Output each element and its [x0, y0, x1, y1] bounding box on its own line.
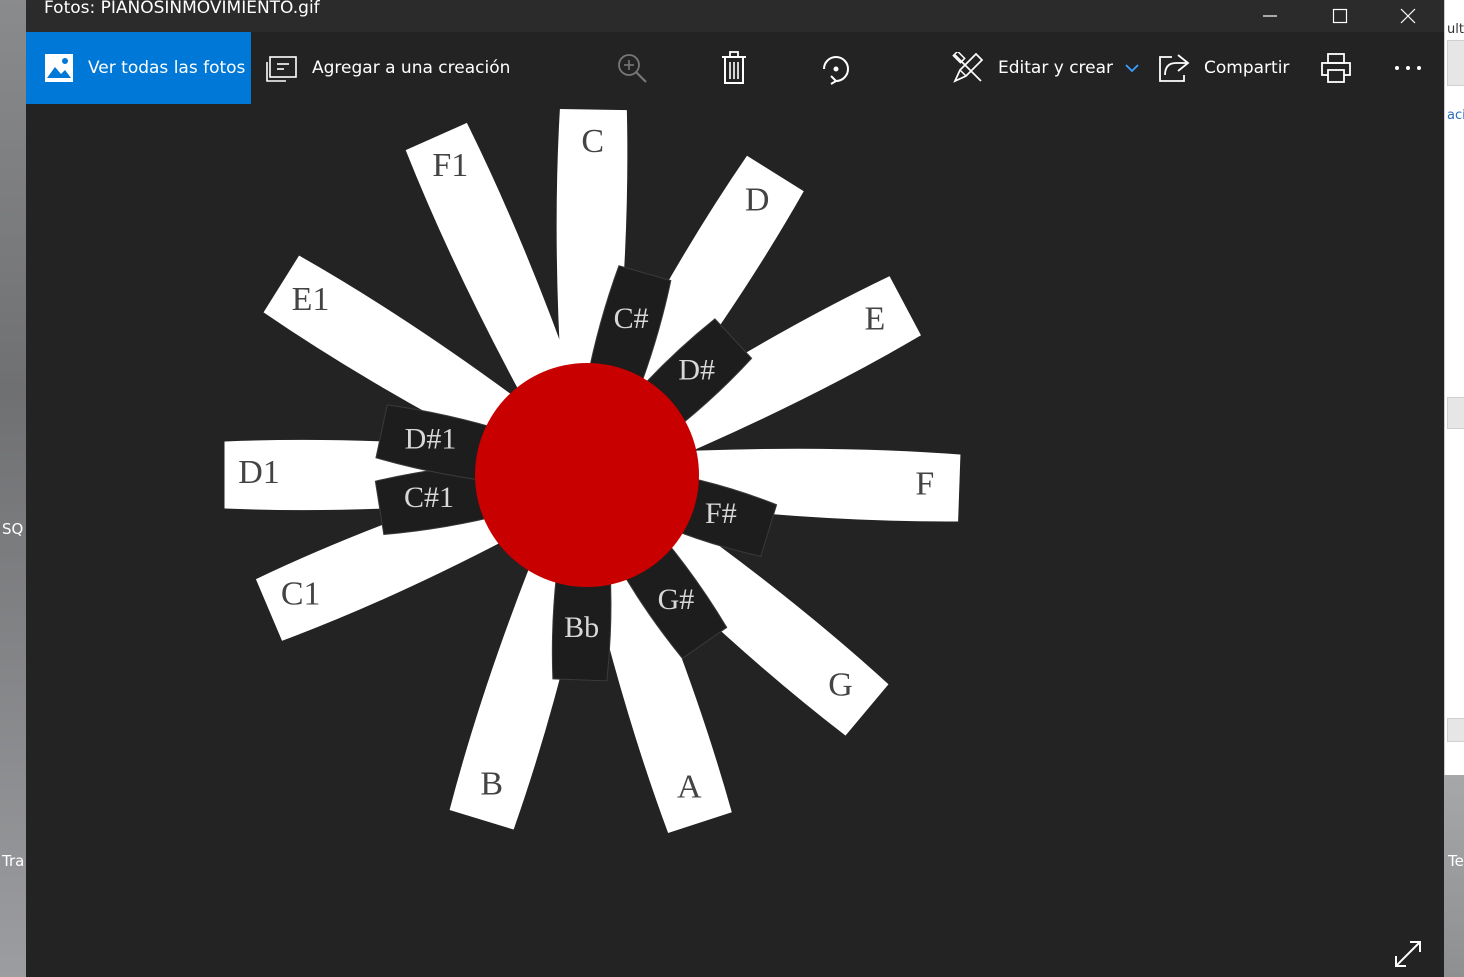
zoom-in-icon: [618, 54, 647, 83]
edit-create-icon: [952, 52, 984, 83]
chevron-down-icon: [1125, 64, 1139, 73]
more-dots-icon: [1395, 66, 1421, 70]
fullscreen-button[interactable]: [1390, 936, 1426, 972]
minimize-button[interactable]: [1240, 0, 1300, 32]
share-icon: [1159, 54, 1190, 82]
edit-and-create-label: Editar y crear: [998, 58, 1114, 78]
white-key-label-f1: F1: [432, 147, 468, 184]
photos-app-window: Fotos: PIANOSINMOVIMIENTO.gif Ver todas …: [26, 0, 1444, 977]
piano-flower-image: C D E F G A B C1 D1 E1 F1C# D# F# G# Bb C#1 D#1: [224, 108, 961, 833]
black-key-label-gsharp: G#: [658, 583, 695, 616]
minimize-icon: [1263, 15, 1277, 17]
maximize-icon: [1332, 8, 1348, 24]
white-key-label-c1: C1: [281, 575, 321, 612]
white-key-label-b: B: [480, 766, 503, 803]
black-key-label-csharp1: C#1: [404, 481, 454, 514]
desktop-fragment-text: SQ: [2, 520, 24, 538]
toolbar: Ver todas las fotos Agregar a una creaci…: [26, 32, 1444, 104]
white-key-label-c: C: [581, 123, 604, 160]
white-key-label-a: A: [677, 769, 702, 806]
add-to-creation-label: Agregar a una creación: [312, 58, 511, 78]
window-title: Fotos: PIANOSINMOVIMIENTO.gif: [44, 0, 320, 18]
edit-and-create-button[interactable]: Editar y crear: [952, 32, 1139, 104]
white-key-label-f: F: [915, 466, 934, 503]
black-key-label-bb: Bb: [564, 611, 599, 644]
see-all-photos-label: Ver todas las fotos: [88, 58, 246, 78]
black-key-label-csharp: C#: [614, 302, 649, 335]
delete-button[interactable]: [706, 32, 762, 104]
close-icon: [1400, 8, 1416, 24]
background-window-field: [1447, 397, 1464, 429]
white-key-label-e: E: [864, 301, 885, 338]
add-to-creation-button[interactable]: Agregar a una creación: [266, 32, 510, 104]
print-button[interactable]: [1308, 32, 1364, 104]
expand-arrows-icon: [1395, 941, 1421, 967]
background-window-field: [1447, 40, 1464, 86]
more-options-button[interactable]: [1380, 32, 1436, 104]
maximize-button[interactable]: [1310, 0, 1370, 32]
close-button[interactable]: [1378, 0, 1438, 32]
trash-icon: [722, 51, 746, 84]
zoom-in-button[interactable]: [604, 32, 660, 104]
white-key-f1: [405, 122, 592, 449]
black-key-label-fsharp: F#: [705, 497, 737, 530]
rotate-button[interactable]: [808, 32, 864, 104]
flower-center: [475, 363, 699, 587]
desktop-fragment-text: Te: [1448, 852, 1464, 870]
printer-icon: [1321, 53, 1351, 83]
white-key-label-d1: D1: [238, 454, 280, 491]
white-key-label-g: G: [828, 667, 853, 704]
title-bar: Fotos: PIANOSINMOVIMIENTO.gif: [26, 0, 1444, 32]
white-key-label-d: D: [745, 182, 770, 219]
background-window-field: [1447, 718, 1464, 742]
share-button[interactable]: Compartir: [1158, 32, 1289, 104]
share-label: Compartir: [1204, 58, 1290, 78]
desktop-left-edge: SQ Tra: [0, 0, 26, 977]
see-all-photos-button[interactable]: Ver todas las fotos: [26, 32, 251, 104]
photo-gallery-icon: [45, 54, 73, 82]
desktop-fragment-text: Tra: [2, 852, 25, 870]
background-window-text: aci: [1447, 108, 1464, 123]
white-key-label-e1: E1: [292, 281, 330, 318]
rotate-icon: [823, 56, 849, 85]
black-key-label-dsharp1: D#1: [405, 423, 457, 456]
black-key-label-dsharp: D#: [678, 354, 715, 387]
add-to-creation-icon: [266, 56, 297, 82]
